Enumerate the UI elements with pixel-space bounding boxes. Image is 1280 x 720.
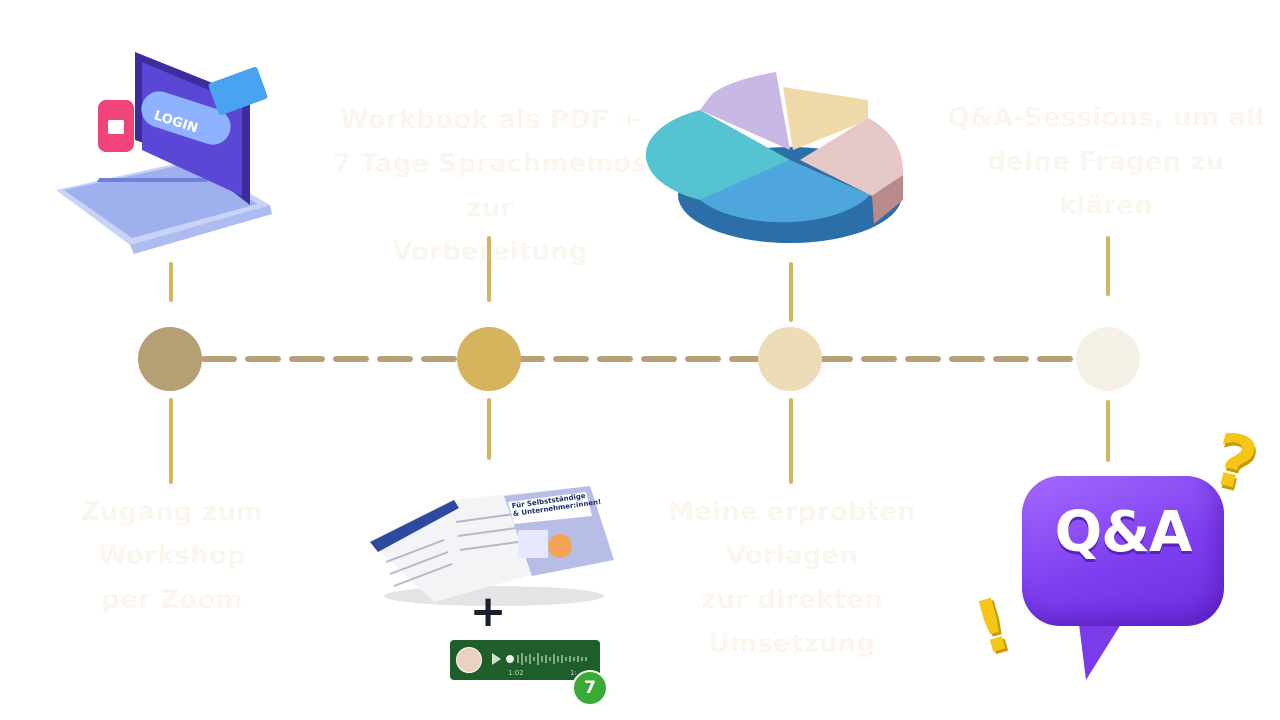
connector-step-1-top	[169, 262, 173, 302]
step-text-qa-sessions: Q&A-Sessions, um all deine Fragen zu klä…	[947, 103, 1265, 221]
pie-chart-icon	[645, 72, 904, 243]
step-text-templates: Meine erprobten Vorlagen zur direkten Um…	[668, 497, 916, 659]
connector-step-2-bottom	[487, 398, 491, 460]
qa-speech-bubble-icon	[1022, 476, 1224, 626]
timeline-node-2	[457, 327, 521, 391]
timeline-node-4	[1076, 327, 1140, 391]
workbook-brochure-icon	[370, 486, 614, 606]
voice-memo-card: 1:02 1:	[450, 640, 600, 680]
step-text-access-zoom: Zugang zum Workshop per Zoom	[80, 497, 264, 615]
play-icon	[492, 653, 501, 665]
voice-memo-time-start: 1:02	[508, 669, 524, 677]
laptop-login-icon	[56, 52, 272, 254]
avatar	[456, 647, 482, 673]
connector-step-4-top	[1106, 236, 1110, 296]
connector-step-1-bottom	[169, 398, 173, 484]
voice-memo-time-end: 1:	[570, 669, 577, 677]
plus-icon: +	[469, 586, 507, 637]
connector-step-4-bottom	[1106, 400, 1110, 462]
qa-label: Q&A	[1054, 500, 1193, 565]
voice-memo-count-badge: 7	[572, 670, 608, 706]
waveform-icon	[506, 653, 587, 665]
connector-step-2-top	[487, 236, 491, 302]
timeline-node-1	[138, 327, 202, 391]
timeline-node-3	[758, 327, 822, 391]
connector-step-3-bottom	[789, 398, 793, 484]
connector-step-3-top	[789, 262, 793, 322]
